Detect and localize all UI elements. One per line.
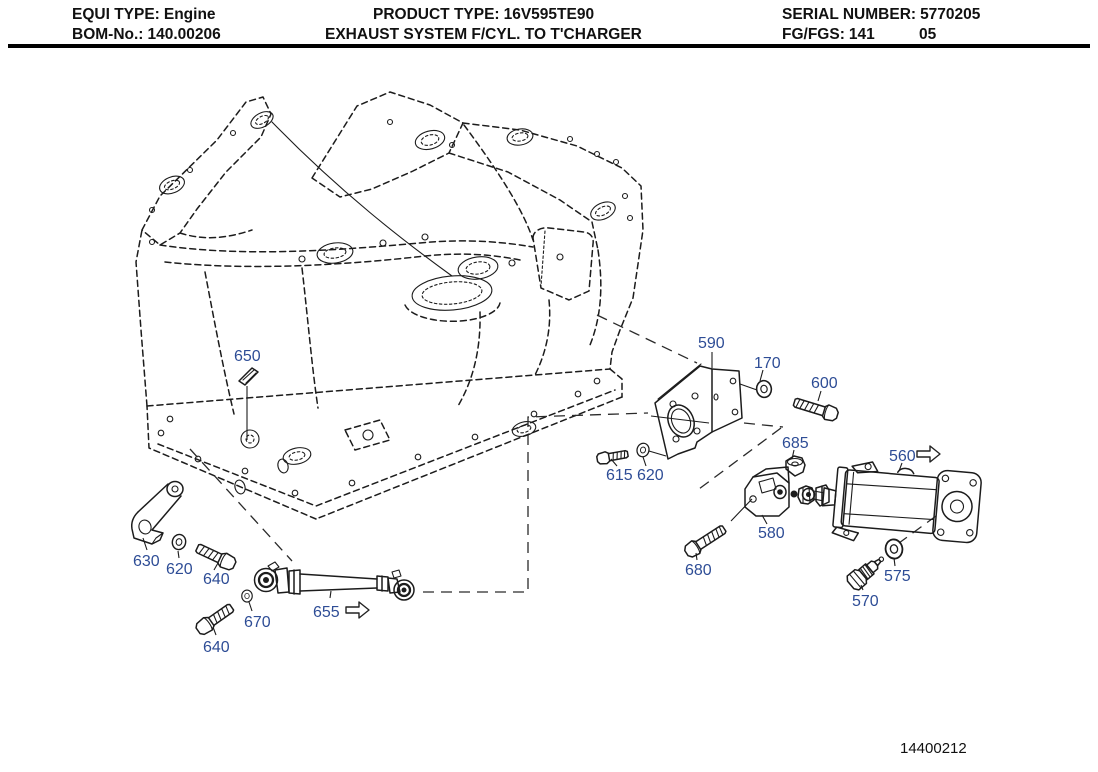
- callout-650-label: 650: [234, 348, 261, 365]
- equi-type-label: EQUI TYPE:: [72, 6, 160, 23]
- engine-block-drawing: [135, 91, 644, 520]
- callout-570-label: 570: [852, 593, 879, 610]
- header-divider-rule: [8, 44, 1090, 48]
- assembly-description: EXHAUST SYSTEM F/CYL. TO T'CHARGER: [325, 26, 642, 43]
- product-type-value: 16V595TE90: [503, 6, 595, 23]
- base-plate-bolt-holes: [157, 377, 601, 497]
- callout-685-label: 685: [782, 435, 809, 452]
- callout-600-label: 600: [811, 375, 838, 392]
- part-570-fitting: [846, 556, 885, 591]
- part-580-valve-body: [744, 466, 830, 517]
- figure-number: 14400212: [900, 740, 967, 757]
- callout-labels: 650 630 620 640 670 640 655 590 170 600 …: [133, 335, 916, 656]
- callout-640-top-label: 640: [203, 571, 230, 588]
- callout-590-label: 590: [698, 335, 725, 352]
- serial-number-field: SERIAL NUMBER:5770205: [782, 6, 984, 24]
- part-170-washer: [754, 378, 774, 400]
- callout-680-label: 680: [685, 562, 712, 579]
- part-620-washer-right: [634, 441, 652, 459]
- bom-number-field: BOM-No.:140.00206: [72, 26, 225, 44]
- callout-615-label: 615: [606, 467, 633, 484]
- part-590-bracket-plate: [654, 363, 743, 460]
- direction-arrow-icon: [916, 445, 941, 463]
- callout-670-label: 670: [244, 614, 271, 631]
- alignment-dashed-lines: [189, 314, 937, 593]
- part-630-bracket: [131, 480, 184, 545]
- callout-170-label: 170: [754, 355, 781, 372]
- callout-630-label: 630: [133, 553, 160, 570]
- part-670-washer: [241, 589, 253, 603]
- bom-number-label: BOM-No.:: [72, 26, 144, 43]
- part-600-bolt: [791, 394, 841, 424]
- part-560-cylinder: [801, 461, 982, 544]
- callout-575-label: 575: [884, 568, 911, 585]
- part-650-pin: [238, 367, 259, 386]
- part-680-bolt: [681, 521, 729, 561]
- fg-fgs-extra-value: 05: [919, 26, 937, 43]
- callout-620-right-label: 620: [637, 467, 664, 484]
- serial-number-label: SERIAL NUMBER:: [782, 6, 917, 23]
- product-type-label: PRODUCT TYPE:: [373, 6, 500, 23]
- equi-type-value: Engine: [163, 6, 216, 23]
- serial-number-value: 5770205: [920, 6, 981, 23]
- fg-fgs-field: FG/FGS:141: [782, 26, 879, 44]
- part-655-adjusting-rod: [253, 561, 415, 601]
- fg-fgs-value: 141: [848, 26, 875, 43]
- part-615-bolt: [595, 447, 630, 466]
- part-620-washer-left: [170, 532, 188, 552]
- callout-640-bottom-label: 640: [203, 639, 230, 656]
- part-685-nut: [785, 455, 806, 477]
- direction-arrow-icon: [345, 601, 370, 619]
- product-type-field: PRODUCT TYPE:16V595TE90: [373, 6, 598, 24]
- callout-580-label: 580: [758, 525, 785, 542]
- callout-655-label: 655: [313, 604, 340, 621]
- equi-type-field: EQUI TYPE:Engine: [72, 6, 220, 24]
- callout-620-left-label: 620: [166, 561, 193, 578]
- callout-560-label: 560: [889, 448, 916, 465]
- bom-number-value: 140.00206: [147, 26, 221, 43]
- fg-fgs-label: FG/FGS:: [782, 26, 845, 43]
